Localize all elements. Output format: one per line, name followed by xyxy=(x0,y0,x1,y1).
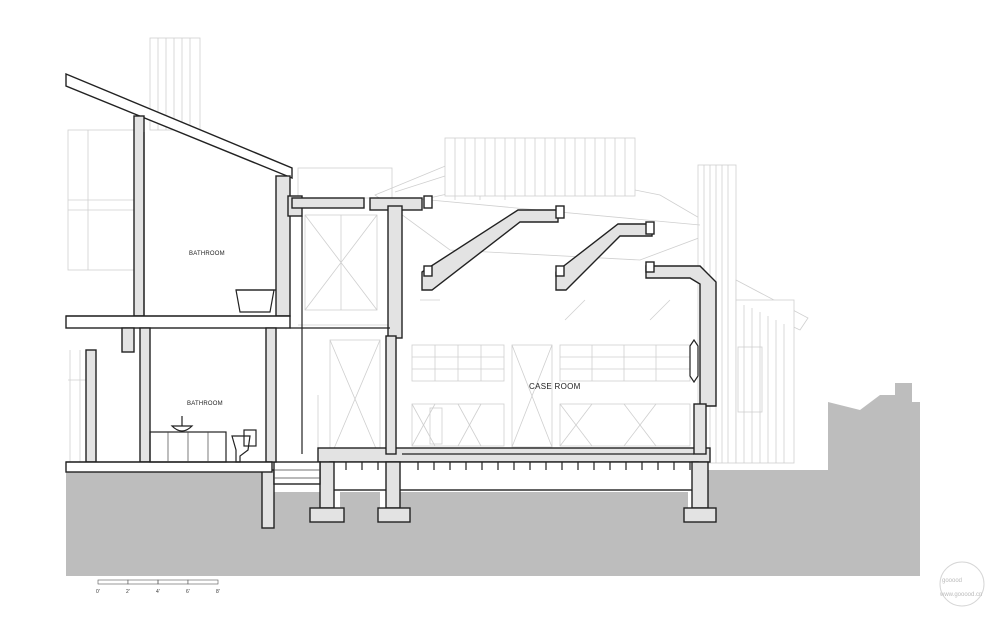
pier-2 xyxy=(385,461,401,509)
second-floor xyxy=(65,315,291,329)
background-middle-bay xyxy=(297,167,393,459)
background-left-windows xyxy=(67,129,135,462)
lower-partition xyxy=(121,327,135,353)
clerestory-post-1 xyxy=(423,195,433,209)
floor-joists xyxy=(345,462,691,470)
watermark-logo: gooood www.gooood.cn xyxy=(939,561,985,607)
footing-2 xyxy=(377,507,411,523)
background-right-wall xyxy=(735,299,795,464)
case-room xyxy=(402,195,717,455)
sawtooth-roof xyxy=(421,209,559,291)
ground-section xyxy=(66,383,920,576)
clerestory-post-3 xyxy=(555,205,565,219)
left-house xyxy=(65,72,303,473)
pier-3 xyxy=(691,461,709,509)
entry-step xyxy=(273,461,321,485)
footing-1 xyxy=(309,507,345,523)
left-roof xyxy=(65,72,293,180)
watermark-url: www.gooood.cn xyxy=(939,592,982,598)
lower-left-wall xyxy=(85,349,97,463)
lower-bathroom-left-wall xyxy=(139,327,151,463)
bathtub xyxy=(235,289,275,313)
clerestory-post-2 xyxy=(423,265,433,277)
scale-tick-6: 6' xyxy=(186,589,190,595)
lower-bathroom-right-wall xyxy=(265,327,277,463)
toilet xyxy=(231,435,251,463)
scale-tick-2: 2' xyxy=(126,589,130,595)
scale-tick-0: 0' xyxy=(96,589,100,595)
connector-roof xyxy=(291,197,365,209)
clerestory-post-6 xyxy=(645,261,655,273)
pier-1 xyxy=(319,461,335,509)
label-bathroom-lower: BATHROOM xyxy=(187,401,223,407)
case-room-left-wall-lower xyxy=(385,335,397,455)
label-bathroom-upper: BATHROOM xyxy=(189,251,225,257)
label-case-room: CASE ROOM xyxy=(529,382,581,391)
scale-bar: 0' 2' 4' 6' 8' xyxy=(96,579,220,595)
sink xyxy=(170,425,194,432)
watermark-text: gooood xyxy=(942,578,962,584)
floor-slab xyxy=(317,447,711,463)
clerestory-post-4 xyxy=(555,265,565,277)
footing-3 xyxy=(683,507,717,523)
left-foundation-wall xyxy=(261,469,275,529)
background-siding-upper xyxy=(444,137,636,197)
case-room-right-wall xyxy=(693,403,707,455)
middle-connector xyxy=(290,197,423,455)
first-floor xyxy=(65,461,273,473)
clerestory-post-5 xyxy=(645,221,655,235)
foundation xyxy=(261,447,717,529)
scale-tick-8: 8' xyxy=(216,589,220,595)
background-elevation xyxy=(67,37,809,464)
case-room-left-wall xyxy=(387,205,403,339)
scale-tick-4: 4' xyxy=(156,589,160,595)
wall-light xyxy=(689,338,699,384)
background-case-room-casework xyxy=(411,199,701,448)
upper-bathroom-left-wall xyxy=(133,115,145,317)
